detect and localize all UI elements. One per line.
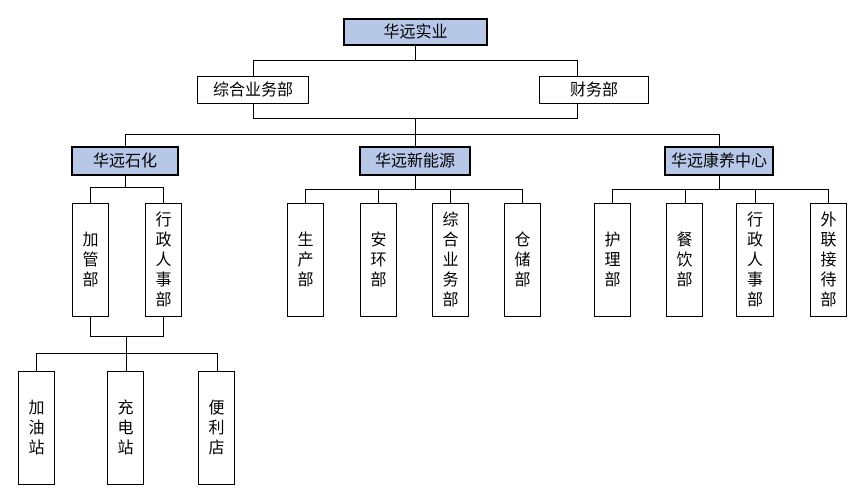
node-division-petrochemical: 华远石化 [71, 146, 179, 176]
connector-line [828, 189, 829, 203]
node-dept-nursing: 护理部 [594, 203, 631, 317]
connector-line [36, 353, 37, 371]
node-root: 华远实业 [343, 18, 488, 46]
connector-line [305, 189, 523, 190]
node-label: 华远石化 [92, 151, 157, 170]
node-finance-dept: 财务部 [539, 76, 649, 104]
node-division-wellness-center: 华远康养中心 [664, 146, 774, 176]
connector-line [450, 189, 451, 203]
connector-line [522, 189, 523, 203]
connector-line [577, 60, 578, 76]
node-convenience-store: 便利店 [198, 371, 235, 485]
connector-line [253, 60, 254, 76]
node-label: 华远实业 [383, 22, 448, 41]
node-label: 行政人事部 [155, 210, 172, 309]
node-general-business-dept: 综合业务部 [197, 76, 309, 104]
connector-line [90, 187, 164, 188]
connector-line [125, 176, 126, 187]
node-label: 加油站 [28, 398, 45, 457]
node-dept-catering: 餐饮部 [666, 203, 703, 317]
connector-line [163, 187, 164, 203]
connector-line [217, 353, 218, 371]
connector-line [415, 134, 416, 146]
node-label: 华远新能源 [374, 151, 455, 170]
connector-line [577, 104, 578, 118]
connector-line [719, 134, 720, 146]
node-gas-station: 加油站 [18, 371, 55, 485]
node-label: 综合业务部 [212, 80, 293, 99]
connector-line [719, 176, 720, 189]
connector-line [415, 118, 416, 134]
node-label: 外联接待部 [820, 210, 837, 309]
connector-line [253, 104, 254, 118]
connector-line [90, 317, 91, 336]
node-dept-general-business: 综合业务部 [432, 203, 469, 317]
connector-line [90, 336, 164, 337]
node-label: 行政人事部 [746, 210, 763, 309]
node-division-new-energy: 华远新能源 [359, 146, 471, 176]
node-dept-production: 生产部 [287, 203, 324, 317]
node-label: 生产部 [297, 230, 314, 289]
connector-line [125, 134, 126, 146]
connector-line [36, 353, 218, 354]
node-label: 便利店 [208, 398, 225, 457]
connector-line [253, 60, 578, 61]
node-dept-station-management: 加管部 [72, 203, 109, 317]
connector-line [612, 189, 829, 190]
connector-line [378, 189, 379, 203]
node-label: 华远康养中心 [670, 151, 767, 170]
node-dept-admin-hr-wellness: 行政人事部 [736, 203, 774, 317]
node-dept-safety-environment: 安环部 [360, 203, 397, 317]
node-charging-station: 充电站 [107, 371, 144, 485]
connector-line [126, 353, 127, 371]
node-label: 财务部 [569, 80, 618, 99]
node-label: 综合业务部 [442, 210, 459, 309]
connector-line [163, 317, 164, 336]
connector-line [305, 189, 306, 203]
node-label: 餐饮部 [676, 230, 693, 289]
node-label: 充电站 [117, 398, 134, 457]
node-label: 仓储部 [514, 230, 531, 289]
node-label: 加管部 [82, 230, 99, 289]
connector-line [125, 134, 720, 135]
connector-line [612, 189, 613, 203]
connector-line [90, 187, 91, 203]
node-dept-admin-hr-petrochemical: 行政人事部 [145, 203, 182, 317]
connector-line [415, 46, 416, 60]
node-label: 护理部 [604, 230, 621, 289]
connector-line [415, 176, 416, 189]
connector-line [126, 336, 127, 353]
connector-line [685, 189, 686, 203]
connector-line [755, 189, 756, 203]
node-label: 安环部 [370, 230, 387, 289]
node-dept-warehousing: 仓储部 [504, 203, 541, 317]
node-dept-external-reception: 外联接待部 [810, 203, 847, 317]
